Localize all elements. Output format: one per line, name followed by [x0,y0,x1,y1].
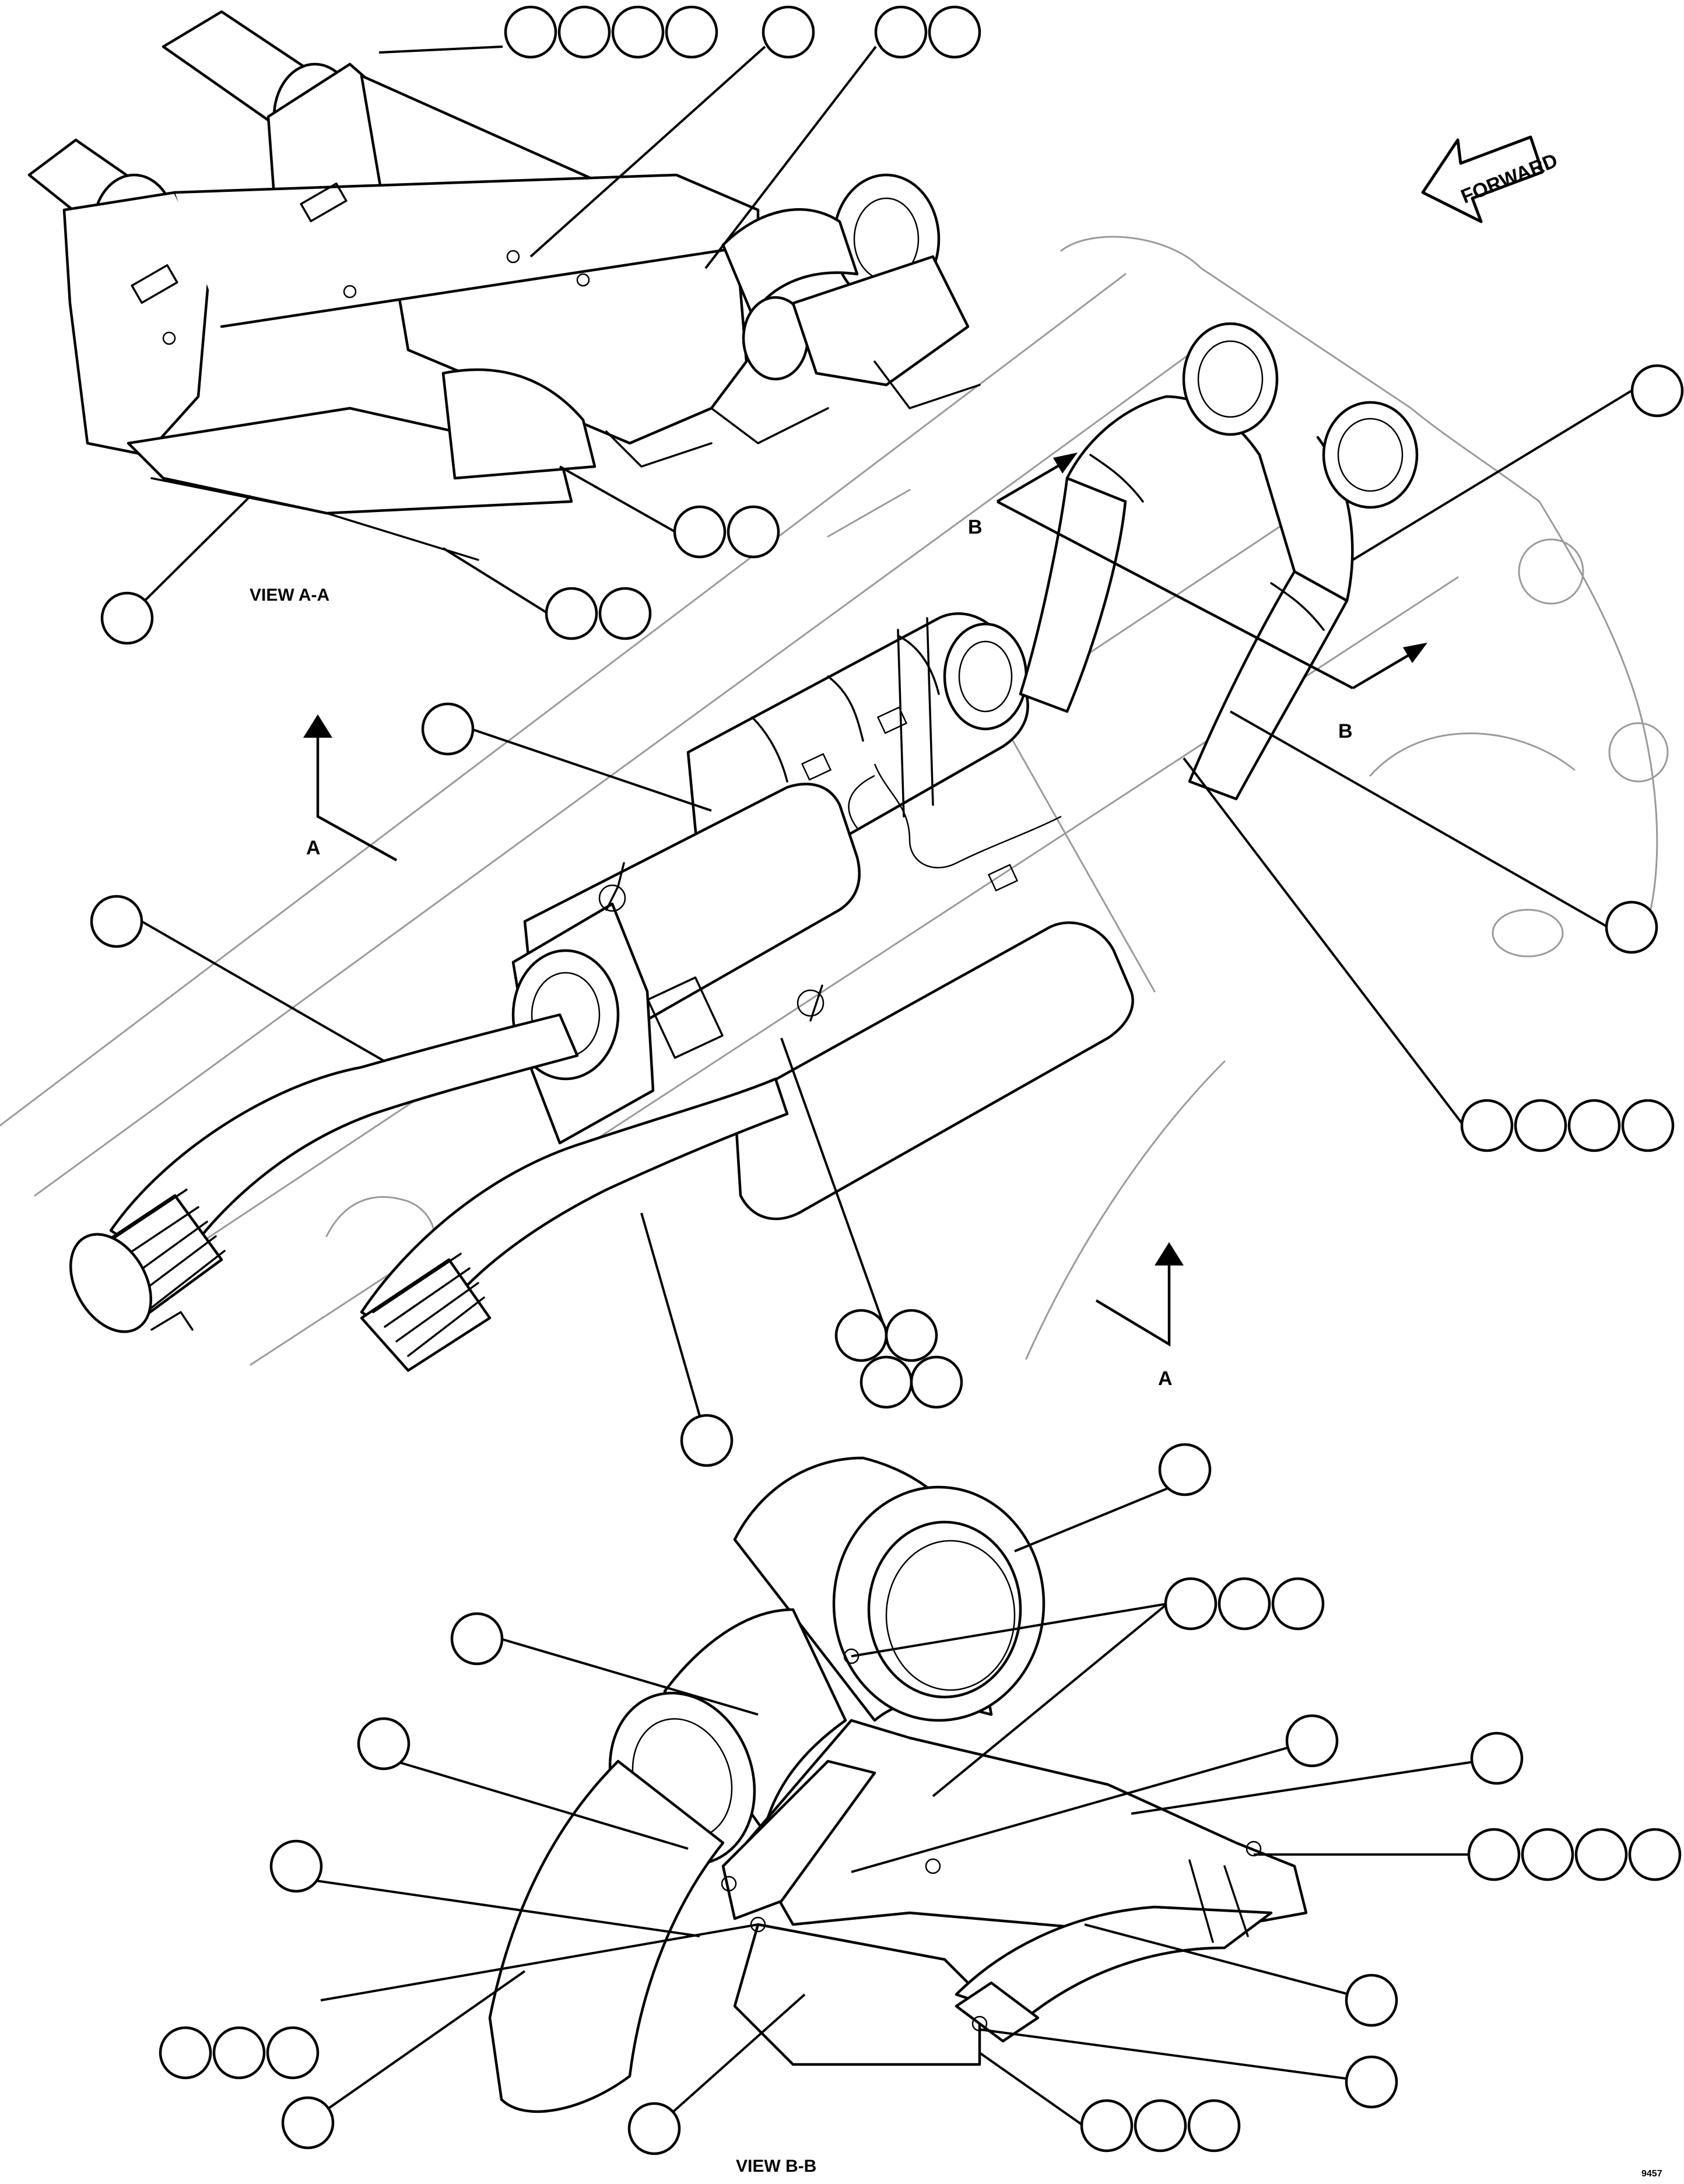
callout-bubble [266,2026,320,2080]
exhaust-pipes [109,322,1419,1349]
callout-bubble [269,1839,323,1893]
callout-bubble [627,2102,681,2155]
callout-bubble [727,505,780,559]
callout-bubble [885,1309,938,1362]
callout-bubble [450,1612,504,1666]
view-b-label: VIEW B-B [736,2157,816,2176]
callout-bubble [874,5,928,59]
section-a-label: A [306,837,321,859]
callout-bubble [611,5,665,59]
callout-bubble [212,2026,266,2080]
callout-bubble [90,895,143,948]
callout-bubble [859,1355,913,1409]
section-b-label: B [968,516,983,538]
view-b-assembly [488,1456,1308,2113]
callout-bubble [1521,1828,1574,1881]
flex-bellows [69,1189,492,1372]
forward-arrow-icon [1421,135,1544,223]
callout-bubble [1460,1099,1514,1152]
callout-bubble [1514,1099,1567,1152]
callout-bubble [1158,1443,1212,1496]
section-arrow-b [996,453,1427,689]
callout-bubble [421,702,475,756]
callout-bubble [1164,1577,1218,1631]
callout-bubble [159,2026,212,2080]
callout-bubbles [90,5,1684,2155]
callout-bubble [1285,1714,1339,1768]
lower-canister [511,783,1134,1221]
callout-bubble [598,587,652,640]
callout-bubble [1345,1973,1398,2027]
view-a-label: VIEW A-A [250,586,329,605]
callout-bubble [680,1414,734,1467]
leader-lines [126,45,1633,2130]
callout-bubble [1467,1828,1521,1881]
callout-bubble [928,5,981,59]
section-a-label: A [1158,1368,1173,1390]
callout-bubble [1630,364,1684,418]
callout-bubble [762,5,815,59]
view-a-assembly [27,10,981,561]
callout-bubble [504,5,557,59]
callout-bubble [545,587,598,640]
callout-bubble [1470,1731,1524,1785]
section-b-label: B [1338,720,1353,742]
callout-bubble [557,5,611,59]
section-arrow-a-bottom [1095,1242,1184,1347]
callout-bubble [673,505,727,559]
callout-bubble [1218,1577,1271,1631]
callout-bubble [100,591,154,645]
drawing-number: 9457 [1641,2169,1662,2179]
callout-bubble [1187,2099,1241,2153]
callout-bubble [1567,1099,1621,1152]
callout-bubble [281,2096,335,2150]
wiring-harness [801,706,1062,892]
callout-bubble [1134,2099,1187,2153]
callout-bubble [1345,2055,1398,2109]
callout-bubble [834,1309,888,1362]
callout-bubble [1628,1828,1682,1881]
callout-bubble [910,1355,963,1409]
callout-bubble [1080,2099,1134,2153]
callout-bubble [665,5,718,59]
callout-bubble [357,1717,411,1771]
callout-bubble [1605,900,1658,954]
callout-bubble [1271,1577,1325,1631]
callout-bubble [1621,1099,1675,1152]
section-arrow-a-top [303,714,398,861]
callout-bubble [1574,1828,1628,1881]
